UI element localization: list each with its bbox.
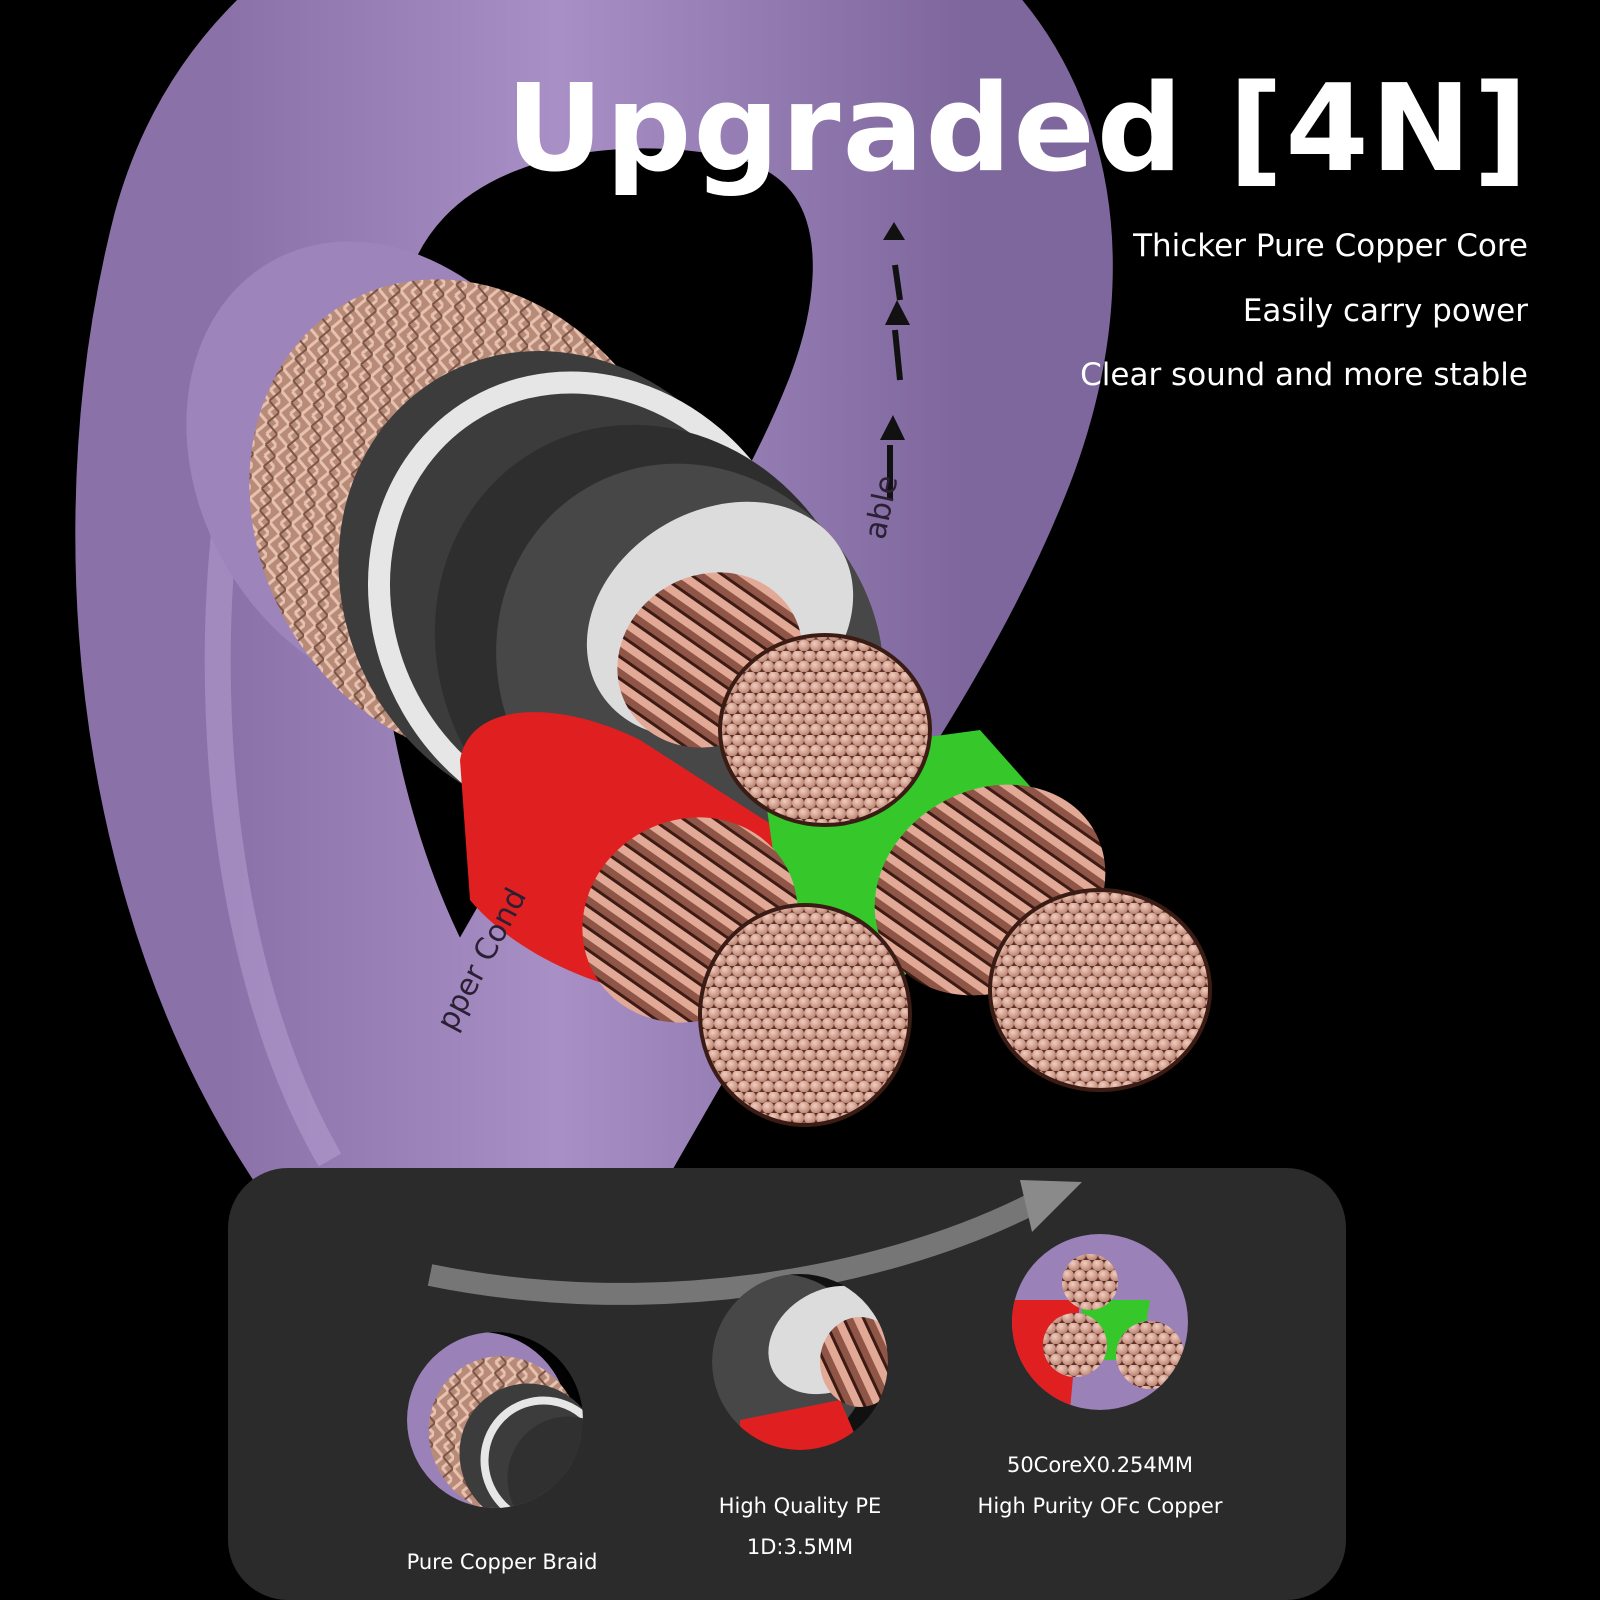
curved-arrow-icon (427, 1195, 1035, 1305)
conductor-face-top (718, 633, 932, 827)
caption-pe-2: 1D:3.5MM (746, 1535, 854, 1559)
conductor-face-left (698, 903, 912, 1127)
arrow-icons (880, 222, 910, 500)
feature-carry-power: Easily carry power (1242, 293, 1528, 329)
caption-copper-2: High Purity OFc Copper (977, 1494, 1223, 1518)
caption-pe-1: High Quality PE (718, 1494, 882, 1518)
conductor-face-right (988, 888, 1212, 1092)
headline: Upgraded [4N] (506, 60, 1530, 199)
caption-copper-1: 50CoreX0.254MM (1006, 1453, 1194, 1477)
caption-braid: Pure Copper Braid (406, 1550, 598, 1574)
feature-copper-core: Thicker Pure Copper Core (1133, 228, 1528, 264)
feature-clear-sound: Clear sound and more stable (1080, 357, 1528, 393)
